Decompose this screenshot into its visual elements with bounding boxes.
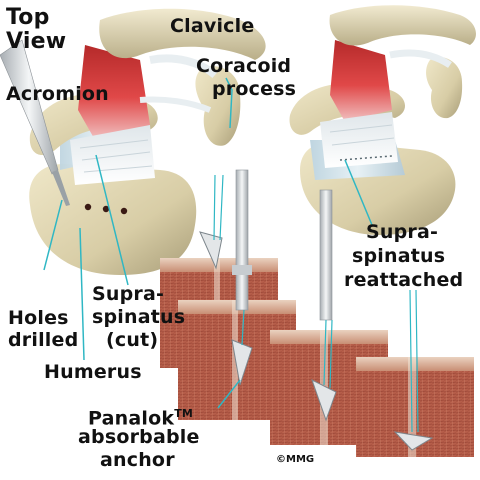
- label-coracoid-1: Coracoid: [196, 55, 292, 77]
- label-humerus: Humerus: [44, 361, 142, 383]
- label-supra-re-2: spinatus: [352, 245, 446, 267]
- label-supra-re-3: reattached: [344, 269, 464, 291]
- label-supra-cut-2: spinatus: [92, 306, 186, 328]
- drill-instrument: [0, 39, 70, 206]
- label-top-view-1: Top: [6, 5, 50, 30]
- label-coracoid-2: process: [212, 78, 297, 100]
- anchor-3: [311, 189, 337, 422]
- label-holes-1: Holes: [8, 307, 69, 329]
- hole-marker: [120, 207, 128, 215]
- right-shoulder: [289, 5, 476, 235]
- label-acromion: Acromion: [6, 83, 109, 105]
- label-supra-re-1: Supra-: [366, 221, 439, 243]
- left-shoulder: [0, 8, 266, 275]
- label-clavicle: Clavicle: [170, 15, 255, 37]
- panalok-name: Panalok: [88, 407, 175, 430]
- anchor-2: [231, 169, 253, 386]
- hole-marker: [84, 203, 92, 211]
- anchor-1: [199, 174, 224, 270]
- hole-marker: [102, 205, 110, 213]
- label-top-view-2: View: [6, 29, 67, 54]
- label-holes-2: drilled: [8, 329, 79, 351]
- label-panalok-2: absorbable: [78, 426, 200, 448]
- label-supra-cut-3: (cut): [106, 329, 159, 351]
- panalok-tm: TM: [174, 407, 194, 420]
- label-panalok-1: PanalokTM: [88, 404, 193, 428]
- copyright: ©MMG: [276, 454, 315, 465]
- leader-lines: [43, 77, 373, 409]
- label-panalok-3: anchor: [100, 449, 175, 471]
- label-supra-cut-1: Supra-: [92, 283, 165, 305]
- anchor-4: [393, 289, 434, 451]
